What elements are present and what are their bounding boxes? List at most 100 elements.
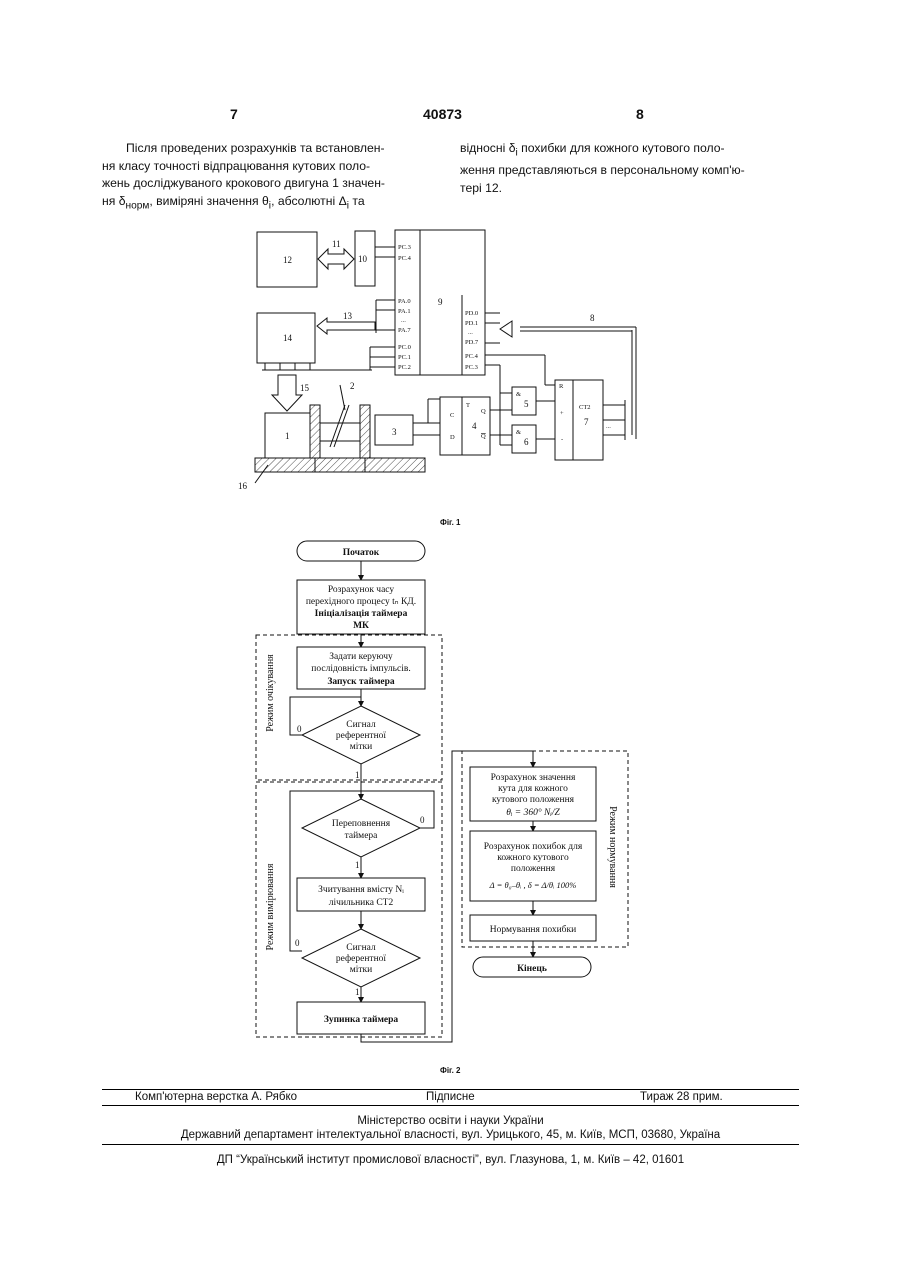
step1-line3: Ініціалізація таймера <box>315 608 408 619</box>
counter-plus: + <box>560 410 564 417</box>
label-11: 11 <box>332 239 341 249</box>
footer-rule <box>102 1089 799 1090</box>
text-line: Після проведених розрахунків та встановл… <box>102 140 420 158</box>
label-3: 3 <box>392 427 397 437</box>
delta-upper-symbol: Δ <box>339 194 347 208</box>
angle-line2: кута для кожного <box>498 784 568 794</box>
pin-pc4: PC.4 <box>398 255 412 262</box>
text-line: жень досліджуваного крокового двигуна 1 … <box>102 175 420 193</box>
text-line: тері 12. <box>460 180 785 198</box>
angle-line4: θᵢ = 360° Nᵢ/Z <box>506 807 560 818</box>
counter-minus: - <box>561 436 563 443</box>
decision1-line1: Сигнал <box>346 720 376 730</box>
pin-pa1: PA.1 <box>398 308 411 315</box>
label-1: 1 <box>285 431 290 441</box>
delta-symbol: δ <box>119 194 126 208</box>
text-fragment: та <box>349 194 365 208</box>
text-line-formula: ня δнорм, виміряні значення θi, абсолютн… <box>102 193 420 215</box>
pin-pc2: PC.2 <box>398 364 411 371</box>
decision2-line1: Переповнення <box>332 819 391 829</box>
label-13: 13 <box>343 311 353 321</box>
label-14: 14 <box>283 333 293 343</box>
pin-pc4b: PC.4 <box>465 353 479 360</box>
label-8: 8 <box>590 313 595 323</box>
text-line-formula: відносні δi похибки для кожного кутового… <box>460 140 785 162</box>
label-15: 15 <box>300 383 310 393</box>
step2-line1: Задати керуючу <box>329 652 393 662</box>
figure-1-caption: Фіг. 1 <box>440 518 460 527</box>
label-6: 6 <box>524 437 529 447</box>
block-7-counter <box>555 380 603 460</box>
pin-pc1: PC.1 <box>398 354 411 361</box>
label-10: 10 <box>358 254 368 264</box>
pin-pa0: PA.0 <box>398 298 411 305</box>
footer-signed: Підписне <box>426 1091 475 1103</box>
angle-line3: кутового положення <box>492 795 575 805</box>
text-column-left: Після проведених розрахунків та встановл… <box>102 140 420 215</box>
pin-pd1: PD.1 <box>465 320 478 327</box>
bearing-right <box>360 405 370 458</box>
end-text: Кінець <box>517 963 547 974</box>
arrow-15 <box>272 375 302 411</box>
pin-pd7: PD.7 <box>465 339 479 346</box>
base-plate <box>255 458 425 472</box>
step4-text: Зупинка таймера <box>324 1014 399 1025</box>
mode-measure-label: Режим вимірювання <box>265 863 276 950</box>
decision3-line3: мітки <box>350 965 373 975</box>
shaft <box>320 423 360 441</box>
trigger-d: D <box>450 434 455 441</box>
step2-line2: послідовність імпульсів. <box>311 664 410 674</box>
label-16: 16 <box>238 481 248 491</box>
and-6-symbol: & <box>516 429 521 436</box>
patent-number: 40873 <box>423 106 462 122</box>
label-zero-1: 0 <box>297 724 302 734</box>
text-fragment: , виміряні значення <box>149 194 262 208</box>
decision2-line2: таймера <box>345 830 379 841</box>
text-fragment: , абсолютні <box>271 194 339 208</box>
pin-pc3: PC.3 <box>398 244 411 251</box>
errors-line4: Δ = θ₀–θᵢ , δ = Δ/θᵢ 100% <box>489 880 577 890</box>
step2-line3: Запуск таймера <box>327 676 395 687</box>
label-one-2: 1 <box>355 860 360 870</box>
errors-line1: Розрахунок похибок для <box>484 841 583 852</box>
footer-layout: Комп'ютерна верстка А. Рябко <box>135 1091 297 1103</box>
label-zero-3: 0 <box>295 938 300 948</box>
counter-ct2: CT2 <box>579 404 591 411</box>
pin-pa7: PA.7 <box>398 327 411 334</box>
label-5: 5 <box>524 399 529 409</box>
pin-pa-dots: ... <box>401 317 406 324</box>
footer-institute: ДП “Український інститут промислової вла… <box>102 1154 799 1166</box>
footer-rule <box>102 1105 799 1106</box>
text-fragment: відносні <box>460 141 509 155</box>
label-4: 4 <box>472 421 477 431</box>
mode-wait-label: Режим очікування <box>265 654 276 732</box>
counter-dots: ... <box>606 423 611 430</box>
bus-8-arrow <box>500 321 512 337</box>
footer-rule <box>102 1144 799 1145</box>
label-9: 9 <box>438 297 443 307</box>
footer-circulation: Тираж 28 прим. <box>640 1091 723 1103</box>
errors-line3: положення <box>511 864 556 874</box>
trigger-t: T <box>466 402 470 409</box>
decision3-line1: Сигнал <box>346 943 376 953</box>
bus-11-double-arrow <box>318 249 354 269</box>
figure-1-block-diagram: 12 10 11 9 14 13 15 2 1 3 4 5 6 7 8 16 P… <box>0 225 900 515</box>
text-line: ження представляються в персональному ко… <box>460 162 785 180</box>
pin-pd0: PD.0 <box>465 310 478 317</box>
text-column-right: відносні δi похибки для кожного кутового… <box>460 140 785 197</box>
pin-pd-dots: ... <box>468 329 473 336</box>
pin-pc3b: PC.3 <box>465 364 478 371</box>
footer-department: Державний департамент інтелектуальної вл… <box>102 1129 799 1141</box>
label-one-3: 1 <box>355 987 360 997</box>
step3-line2: лічильника СТ2 <box>329 898 394 908</box>
theta-symbol: θ <box>262 194 269 208</box>
figure-2-flowchart: Початок Розрахунок часу перехідного проц… <box>0 535 900 1045</box>
norm-subscript: норм <box>126 200 150 211</box>
bearing-left <box>310 405 320 458</box>
pin-pc0: PC.0 <box>398 344 411 351</box>
mode-norm-label: Режим нормування <box>607 806 618 888</box>
figure-2-caption: Фіг. 2 <box>440 1066 460 1075</box>
normalize-text: Нормування похибки <box>490 924 576 935</box>
start-text: Початок <box>343 548 380 558</box>
decision1-line2: референтної <box>336 730 386 741</box>
